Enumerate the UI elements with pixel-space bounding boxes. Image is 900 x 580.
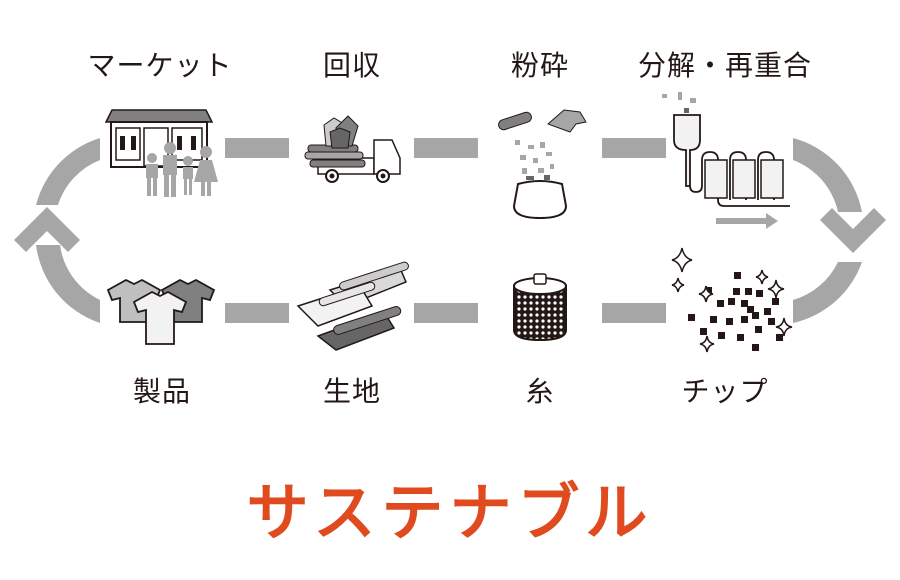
connector-crushing-decomposition (602, 138, 666, 158)
right-arc-bottom (793, 262, 862, 323)
connector-product-fabric (225, 303, 289, 323)
step-label-decomposition: 分解・再重合 (637, 49, 812, 82)
yarn-spool-icon (513, 273, 567, 342)
right-arc-top (793, 138, 862, 212)
connector-fabric-yarn (414, 303, 478, 323)
right-cycle-arrow (793, 138, 886, 323)
truck-with-clothes-icon (304, 115, 401, 183)
left-arrowhead-icon (14, 207, 80, 252)
store-with-family-icon (104, 109, 218, 197)
tshirts-icon (106, 278, 216, 345)
left-arc-bottom (36, 245, 100, 323)
diagram-title: サステナブル (246, 476, 654, 549)
crushing-into-bin-icon (498, 109, 587, 220)
sparkling-chips-icon (671, 247, 793, 353)
step-label-product: 製品 (132, 375, 191, 408)
step-label-chips: チップ (681, 375, 769, 408)
right-arrowhead-icon (820, 208, 886, 253)
step-label-collection: 回収 (322, 49, 381, 82)
step-label-fabric: 生地 (322, 375, 381, 408)
connector-yarn-chips (602, 303, 666, 323)
step-label-yarn: 糸 (525, 375, 555, 408)
chemical-plant-icon (662, 92, 790, 229)
left-arc-top (36, 138, 100, 205)
step-label-crushing: 粉砕 (510, 49, 569, 82)
connector-market-collection (225, 138, 289, 158)
left-cycle-arrow (14, 138, 100, 323)
connectors (225, 138, 666, 323)
step-label-market: マーケット (87, 49, 233, 82)
connector-collection-crushing (414, 138, 478, 158)
fabric-rolls-icon (296, 261, 409, 351)
